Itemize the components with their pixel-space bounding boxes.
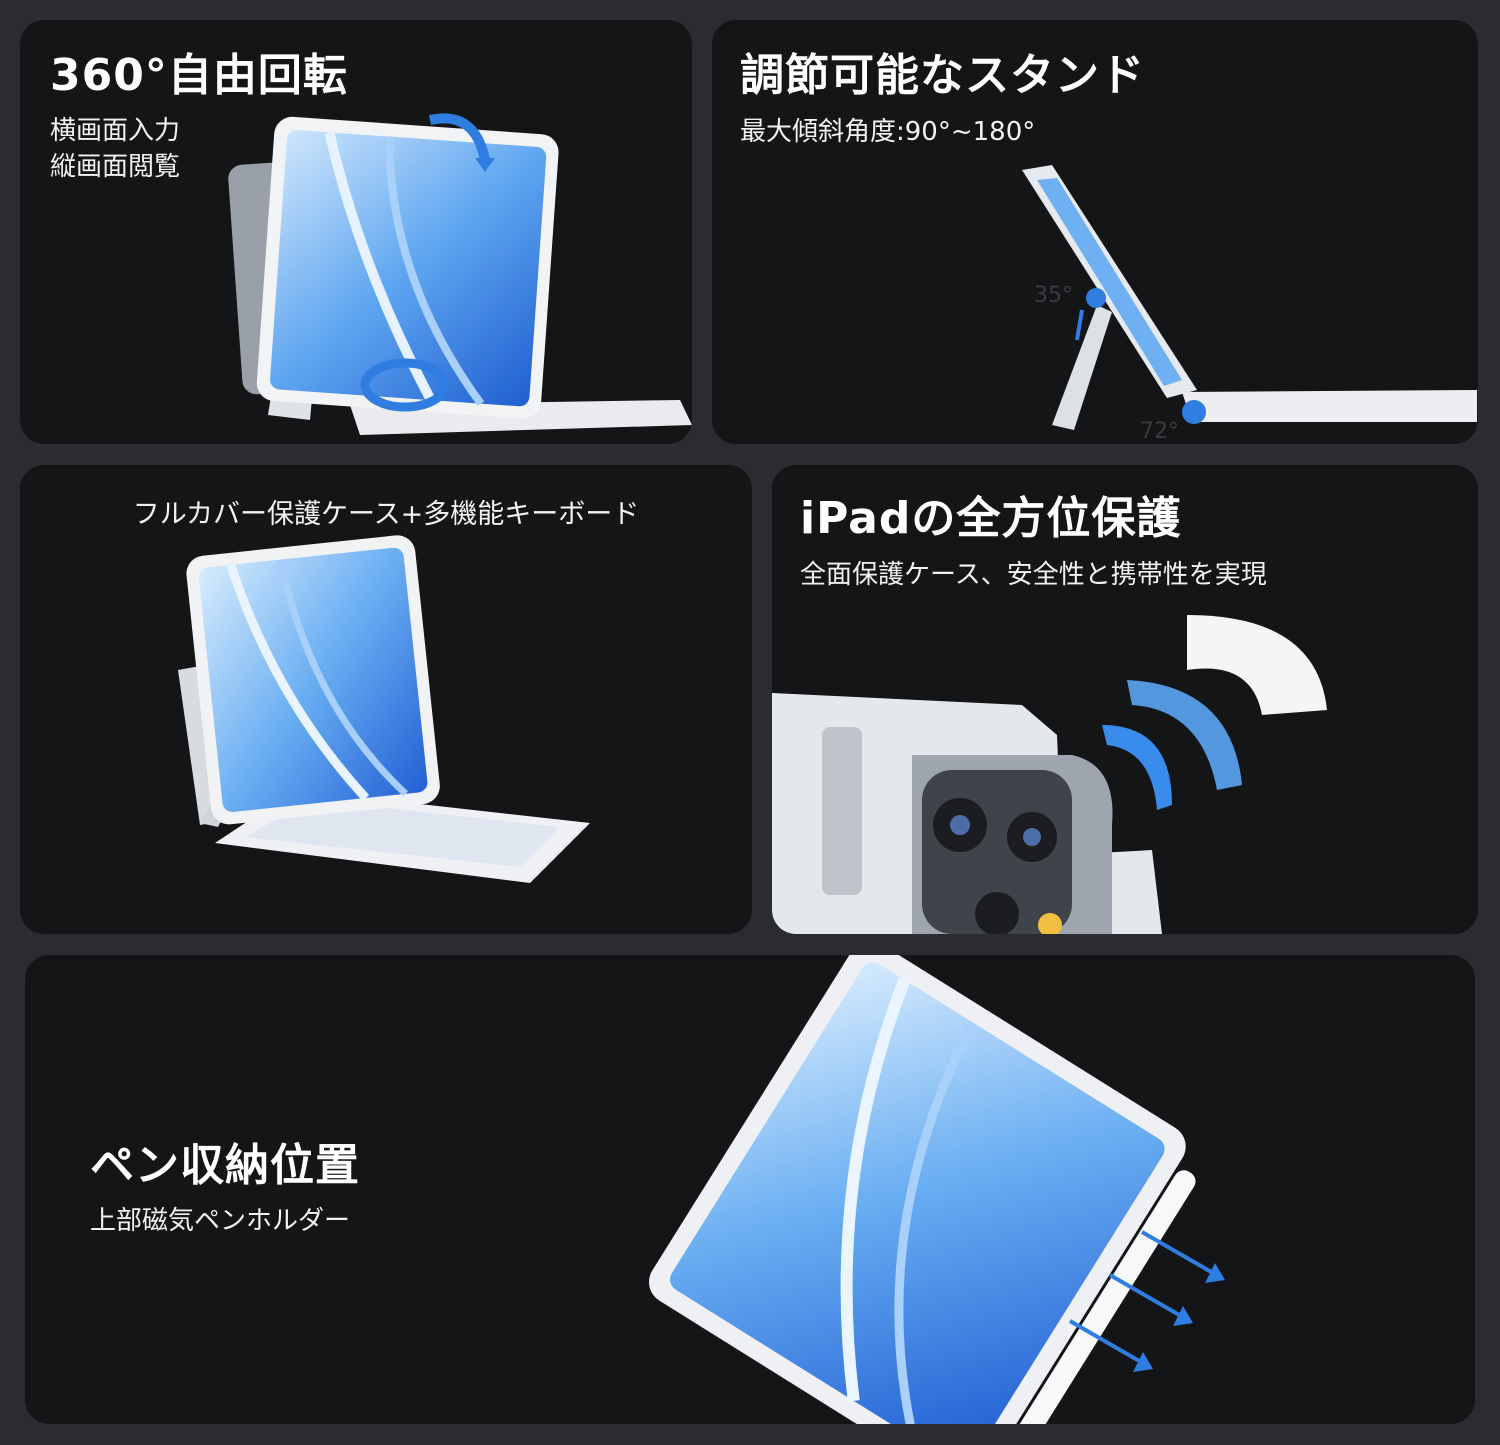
stand-title: 調節可能なスタンド [740, 50, 1145, 101]
stand-panel: 調節可能なスタンド 最大傾斜角度:90°~180° 35° 72° [712, 20, 1478, 444]
rotation-line-landscape: 横画面入力 [50, 116, 181, 146]
rotation-panel: 360°自由回転 横画面入力 縦画面閲覧 [20, 20, 692, 444]
stand-illustration [1022, 165, 1477, 430]
protection-subtitle: 全面保護ケース、安全性と携帯性を実現 [800, 560, 1267, 590]
full-cover-panel: フルカバー保護ケース+多機能キーボード [20, 465, 752, 934]
rotation-line-portrait: 縦画面閲覧 [50, 152, 181, 182]
full-cover-illustration [178, 535, 590, 883]
corner-protection-illustration [772, 615, 1327, 934]
stand-angle-35: 35° [1034, 283, 1073, 308]
pen-panel: ペン収納位置 上部磁気ペンホルダー [25, 955, 1475, 1424]
rotating-ipad-illustration [228, 113, 692, 435]
full-cover-caption: フルカバー保護ケース+多機能キーボード [132, 499, 640, 530]
protection-panel: iPadの全方位保護 全面保護ケース、安全性と携帯性を実現 [772, 465, 1478, 934]
stand-angle-72: 72° [1140, 419, 1179, 444]
pen-holder-illustration [649, 955, 1225, 1424]
pencil-icon [1004, 1170, 1196, 1424]
protection-title: iPadの全方位保護 [800, 493, 1182, 544]
pen-subtitle: 上部磁気ペンホルダー [90, 1206, 351, 1236]
stand-subtitle: 最大傾斜角度:90°~180° [740, 117, 1036, 147]
pen-title: ペン収納位置 [90, 1140, 360, 1191]
rotation-title: 360°自由回転 [50, 50, 348, 101]
